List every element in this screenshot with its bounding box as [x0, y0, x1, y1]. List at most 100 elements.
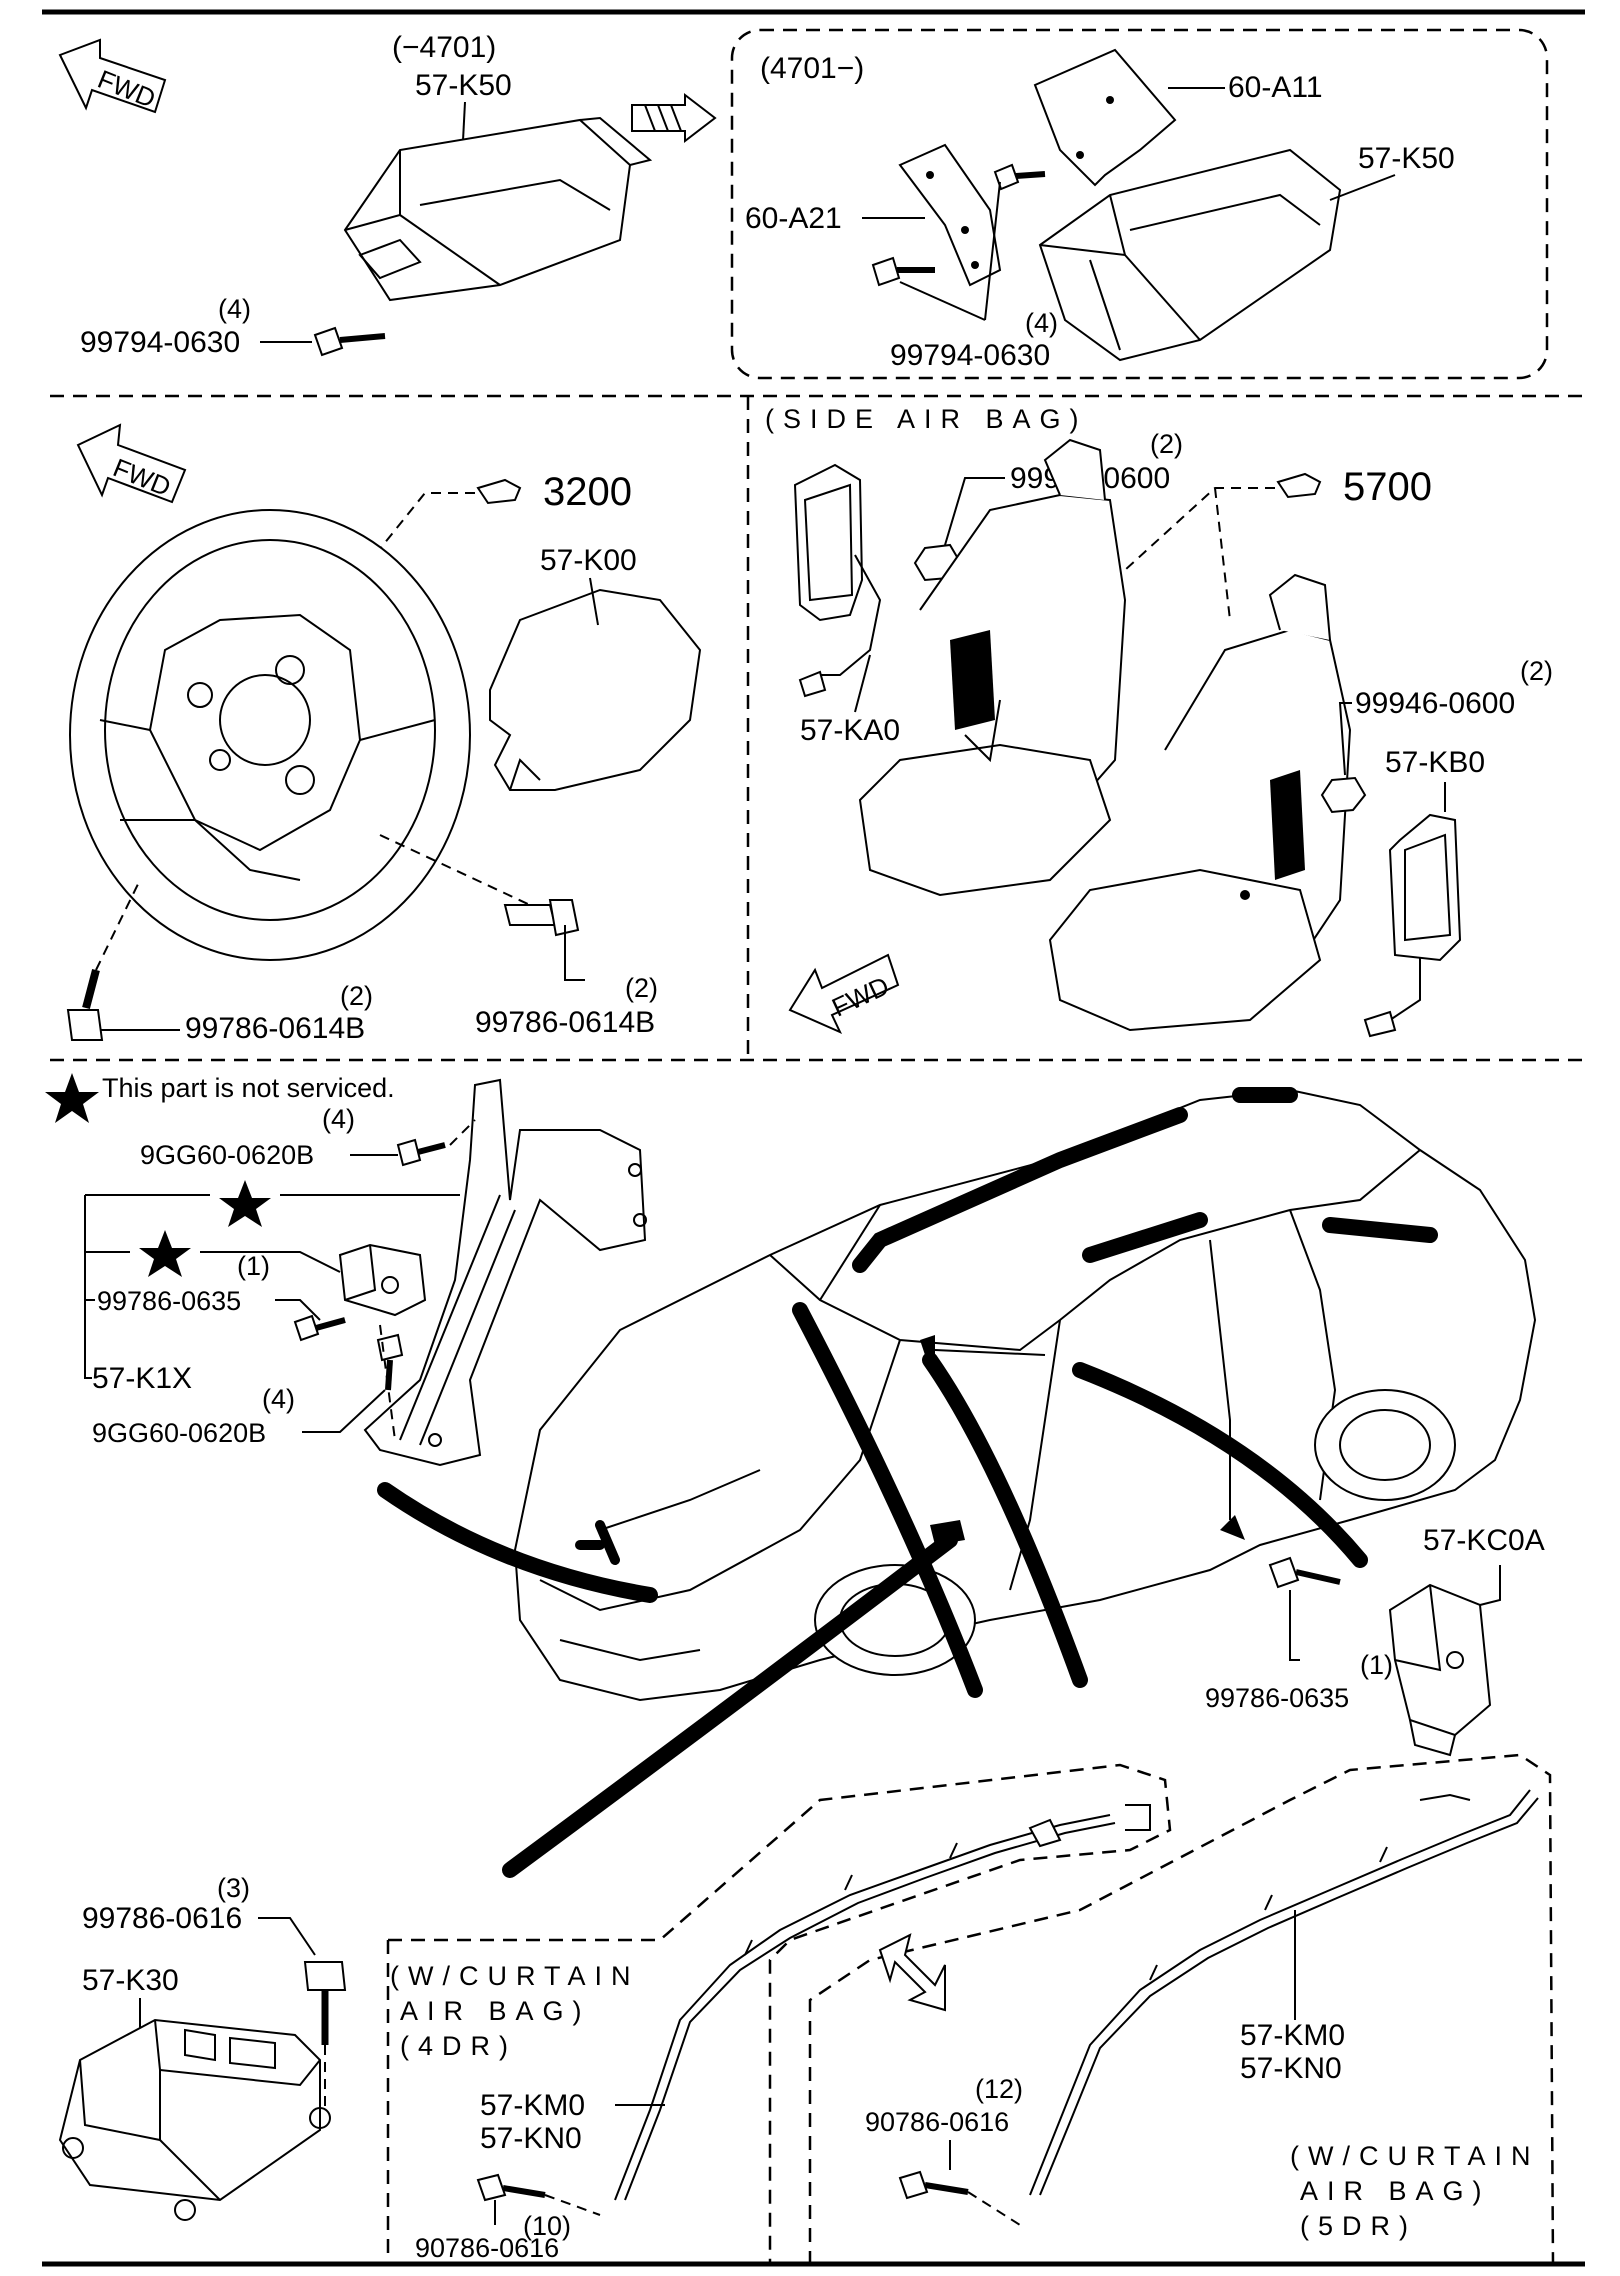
curtain4-part2-57-KN0: 57-KN0: [480, 2122, 582, 2155]
unit-label-57-K30: 57-K30: [82, 1964, 179, 1997]
pointing-hand-icon: [476, 478, 522, 505]
bolt-a-qty: (4): [322, 1104, 355, 1134]
bolt-c-label-9GG60-0620B: 9GG60-0620B: [92, 1418, 266, 1448]
bolt-right-label-99786-0614B: 99786-0614B: [475, 1006, 655, 1039]
curtain4-bolt-label-90786-0616: 90786-0616: [415, 2233, 559, 2263]
curtain5-line3: (5DR): [1300, 2211, 1417, 2241]
curtain-airbag-pointer: [792, 1302, 983, 1698]
range-label: (4701−): [760, 52, 864, 85]
panel2-passenger-airbag: (4701−) 60-A11 60-A21 (4) 99794-0630: [745, 48, 1455, 372]
fwd-arrow-icon: FWD: [76, 423, 187, 504]
star-icon: [45, 1073, 99, 1123]
side-sensor-label-57-KC0A: 57-KC0A: [1423, 1524, 1545, 1557]
bolt-icon-curtain4: [476, 2173, 546, 2202]
bolt-a-label-9GG60-0620B: 9GG60-0620B: [140, 1140, 314, 1170]
nut-right-label-99946-0600: 99946-0600: [1355, 687, 1515, 720]
unit-bolt-label-99786-0616: 99786-0616: [82, 1902, 242, 1935]
range-label: (−4701): [392, 31, 496, 64]
crash-sensor-pointer: [377, 1482, 658, 1603]
ref-5700-label: 5700: [1343, 465, 1432, 509]
bolt-b-qty: (1): [237, 1251, 270, 1281]
driver-airbag-pad: [489, 588, 702, 791]
curtain4-line1: (W/CURTAIN: [390, 1961, 639, 1991]
crash-sensor: [338, 1243, 427, 1317]
panel3-driver-airbag: FWD 3200 57-K00: [66, 423, 702, 1045]
curtain4-line3: (4DR): [400, 2031, 517, 2061]
ref-5700: 5700: [1276, 465, 1432, 509]
side-bolt-qty: (1): [1360, 1650, 1393, 1680]
side-crash-sensor: [1388, 1583, 1492, 1757]
curtain4-part1-57-KM0: 57-KM0: [480, 2089, 585, 2122]
passenger-airbag-module: [343, 116, 653, 302]
bolt-icon-curtain5: [898, 2170, 969, 2200]
curtain-airbag-5dr: [1029, 1789, 1539, 2196]
swap-arrow-icon: [878, 1933, 946, 2012]
bolt-left-label-99786-0614B: 99786-0614B: [185, 1012, 365, 1045]
curtain5-bolt-label-90786-0616: 90786-0616: [865, 2107, 1009, 2137]
panel1-passenger-airbag: FWD (−4701) 57-K50 (4) 99794-0630: [58, 31, 717, 359]
bracket-label-60-A21: 60-A21: [745, 202, 842, 235]
side-airbag-module-right: [1363, 813, 1462, 1038]
bolt-icon: [313, 326, 386, 357]
bolt-left-qty: (2): [340, 981, 373, 1011]
panel6-unit-curtain: (3) 99786-0616 57-K30 (W/CURTAIN AIR BAG…: [58, 1753, 1555, 2266]
bolt-icon-left: [66, 968, 104, 1041]
curtain4-bolt-qty: (10): [523, 2211, 571, 2241]
hatched-arrow-icon: [631, 92, 717, 144]
note-text: This part is not serviced.: [102, 1073, 395, 1103]
curtain5-part2-57-KN0: 57-KN0: [1240, 2052, 1342, 2085]
panel4-side-airbag: (SIDE AIR BAG) 5700 (2) 99946-0600 57-KA…: [765, 404, 1553, 1038]
note: This part is not serviced.: [45, 1073, 395, 1123]
star-icon-2: [139, 1230, 191, 1277]
bolt-icon-lower: [871, 256, 935, 287]
bolt-label-99794-0630: 99794-0630: [80, 326, 240, 359]
bolt-qty: (4): [218, 294, 251, 324]
bracket-upper: [1033, 48, 1177, 187]
unit-bolt-qty: (3): [217, 1873, 250, 1903]
part-label-57-K50: 57-K50: [1358, 142, 1455, 175]
curtain5-dashed-box: [808, 1753, 1555, 2266]
bolt-icon-right: [503, 899, 580, 937]
seat-left: [858, 438, 1127, 897]
seat-right: [1048, 573, 1352, 1032]
module-label-57-KA0: 57-KA0: [800, 714, 900, 747]
bolt-icon-unit: [303, 1961, 347, 2045]
panel5-sensors-car: This part is not serviced. (4) 9GG60-062…: [45, 1073, 1545, 1878]
nut-top-qty: (2): [1150, 429, 1183, 459]
bolt-icon-upper: [993, 163, 1046, 191]
bolt-icon-side: [1268, 1556, 1341, 1589]
curtain5-line2: AIR BAG): [1300, 2176, 1491, 2206]
steering-wheel: [69, 509, 471, 961]
bolt-icon-a: [396, 1138, 446, 1167]
nut-icon-right: [1320, 776, 1367, 814]
bracket-label-60-A11: 60-A11: [1228, 71, 1323, 104]
frame: [42, 9, 1585, 2267]
passenger-airbag-module-new: [1038, 148, 1342, 362]
fwd-arrow-icon: FWD: [788, 953, 900, 1034]
ref-3200-label: 3200: [543, 470, 632, 514]
sensor-label-57-K1X: 57-K1X: [92, 1362, 192, 1395]
bolt-label-99794-0630: 99794-0630: [890, 339, 1050, 372]
bolt-c-qty: (4): [262, 1384, 295, 1414]
side-airbag-module-left: [793, 463, 882, 698]
fwd-arrow-icon: FWD: [58, 38, 167, 114]
curtain5-line1: (W/CURTAIN: [1290, 2141, 1539, 2171]
part-label-57-K50: 57-K50: [415, 69, 512, 102]
pad-label-57-K00: 57-K00: [540, 544, 637, 577]
curtain5-bolt-qty: (12): [975, 2074, 1023, 2104]
side-bolt-label-99786-0635: 99786-0635: [1205, 1683, 1349, 1713]
nut-right-qty: (2): [1520, 656, 1553, 686]
curtain-airbag-4dr: [614, 1804, 1151, 2201]
bolt-b-label-99786-0635: 99786-0635: [97, 1286, 241, 1316]
bracket-lower: [898, 143, 1002, 287]
panel2-dashed-box: [730, 28, 1549, 380]
ref-3200: 3200: [476, 470, 632, 514]
sas-control-unit: [58, 2018, 331, 2221]
bolt-right-qty: (2): [625, 973, 658, 1003]
curtain5-part1-57-KM0: 57-KM0: [1240, 2019, 1345, 2052]
bolt-qty: (4): [1025, 308, 1058, 338]
star-icon-1: [219, 1180, 271, 1227]
curtain4-line2: AIR BAG): [400, 1996, 591, 2026]
pointing-hand-icon: [1276, 472, 1322, 499]
